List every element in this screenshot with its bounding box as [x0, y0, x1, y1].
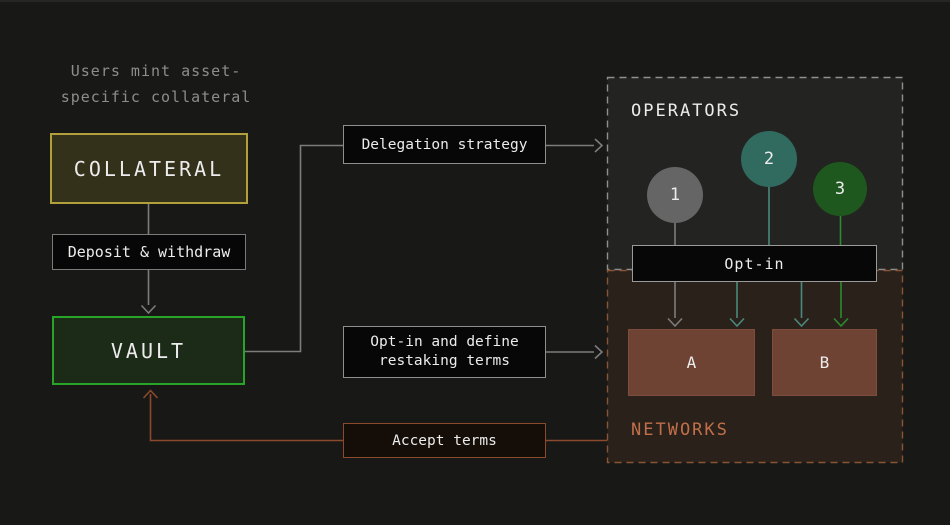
operators-title: OPERATORS	[631, 101, 742, 121]
edge-optin-to-network-b-1	[793, 282, 810, 328]
operator-3-label: 3	[834, 179, 846, 199]
opt-in-label: Opt-in	[724, 254, 785, 273]
edge-optin-to-network-a-2	[729, 282, 745, 328]
operator-2-label: 2	[763, 149, 775, 169]
restaking-terms-line-1: Opt-in and define	[370, 334, 519, 350]
restaking-terms-line-2: restaking terms	[379, 353, 510, 369]
operator-circle-3: 3	[813, 162, 867, 216]
caption-line-2: specific collateral	[60, 88, 252, 106]
network-b-label: B	[819, 353, 830, 372]
network-box-a: A	[628, 329, 755, 396]
caption-line-1: Users mint asset-	[70, 62, 242, 80]
edge-optin-to-network-a-1	[667, 282, 683, 328]
deposit-withdraw-label: Deposit & withdraw	[67, 243, 231, 261]
collateral-label: COLLATERAL	[73, 156, 225, 181]
edge-accept-terms-feedback	[142, 389, 607, 442]
restaking-terms-node: Opt-in and define restaking terms	[343, 326, 546, 378]
caption: Users mint asset- specific collateral	[40, 58, 272, 110]
networks-title: NETWORKS	[631, 420, 729, 440]
network-a-label: A	[686, 353, 697, 372]
edge-delegation-to-operators	[546, 138, 604, 153]
accept-terms-node: Accept terms	[343, 423, 546, 458]
operator-circle-1: 1	[647, 167, 703, 223]
opt-in-bar: Opt-in	[632, 245, 877, 282]
accept-terms-label: Accept terms	[392, 432, 497, 449]
operator-circle-2: 2	[741, 131, 797, 187]
delegation-strategy-label: Delegation strategy	[361, 136, 528, 153]
deposit-withdraw-node: Deposit & withdraw	[52, 234, 246, 270]
delegation-strategy-node: Delegation strategy	[343, 125, 546, 164]
vault-label: VAULT	[110, 338, 187, 363]
operator-1-label: 1	[669, 185, 681, 205]
vault-node: VAULT	[52, 316, 245, 385]
collateral-node: COLLATERAL	[50, 133, 248, 204]
edge-vault-branch	[245, 144, 343, 353]
edge-optin-to-network-b-2	[833, 282, 849, 328]
edge-restaking-to-networks	[546, 344, 604, 360]
network-box-b: B	[772, 329, 877, 396]
